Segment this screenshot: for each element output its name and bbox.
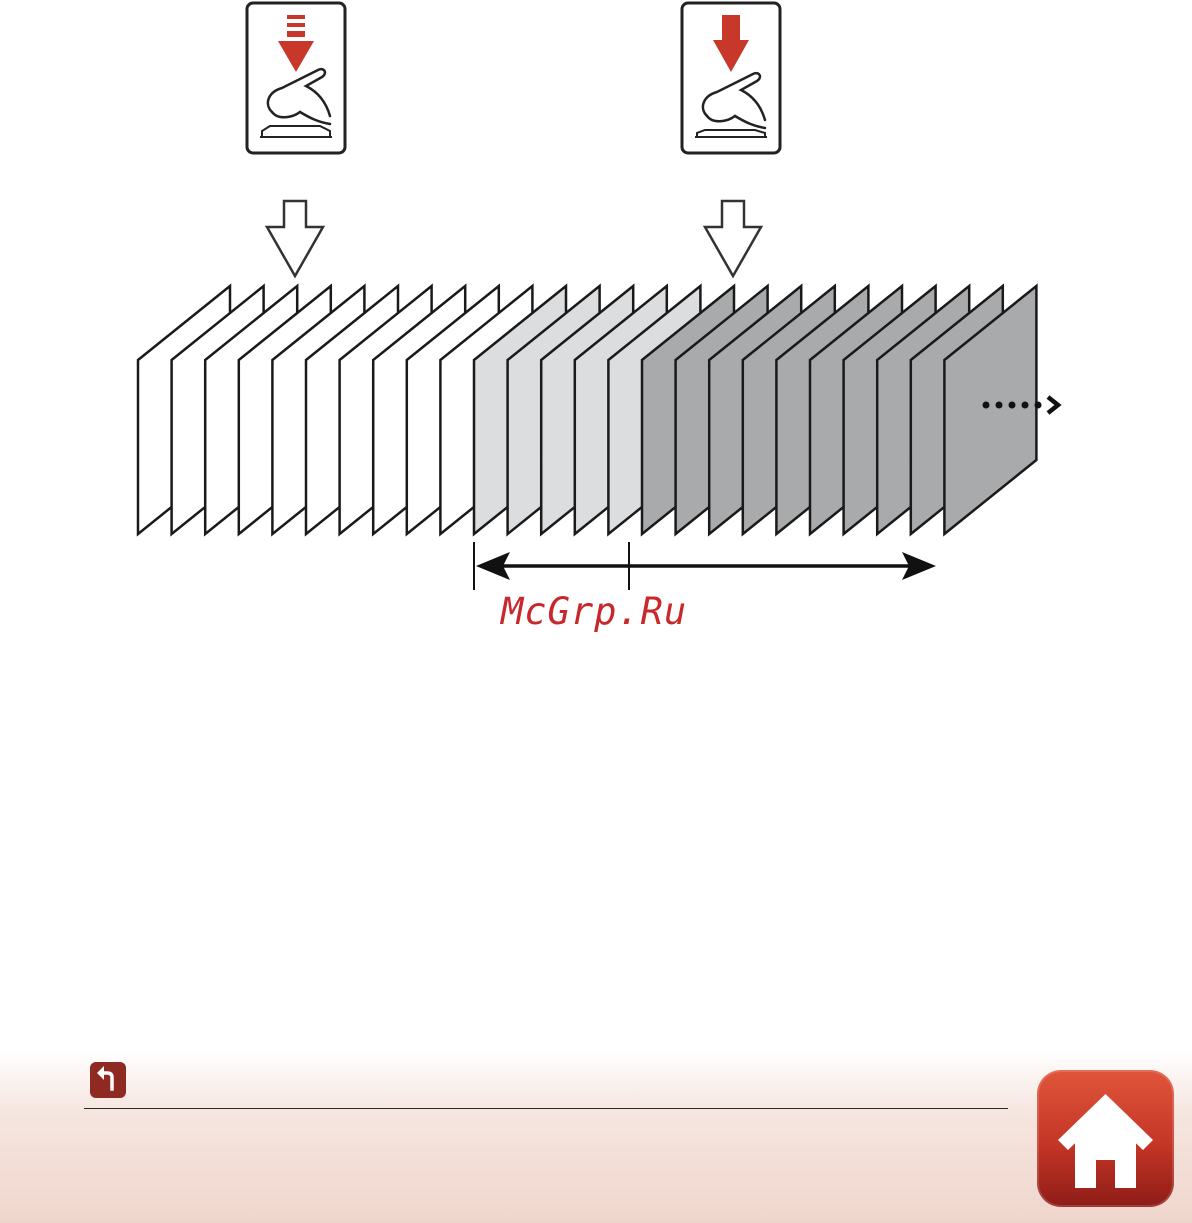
shutter-full-press-icon [682,3,780,153]
full-press-arrow-icon [705,201,761,276]
frame-stack [138,286,1036,534]
watermark-text: McGrp.Ru [501,590,687,633]
return-arrow-icon [90,1062,126,1098]
page-footer [0,1050,1192,1223]
house-icon [1037,1070,1174,1207]
home-button[interactable] [1037,1070,1174,1207]
back-button[interactable] [90,1062,126,1098]
shutter-half-press-icon [247,3,345,153]
half-press-arrow-icon [267,201,323,276]
footer-divider [84,1108,1008,1109]
capture-timeline [474,542,936,590]
